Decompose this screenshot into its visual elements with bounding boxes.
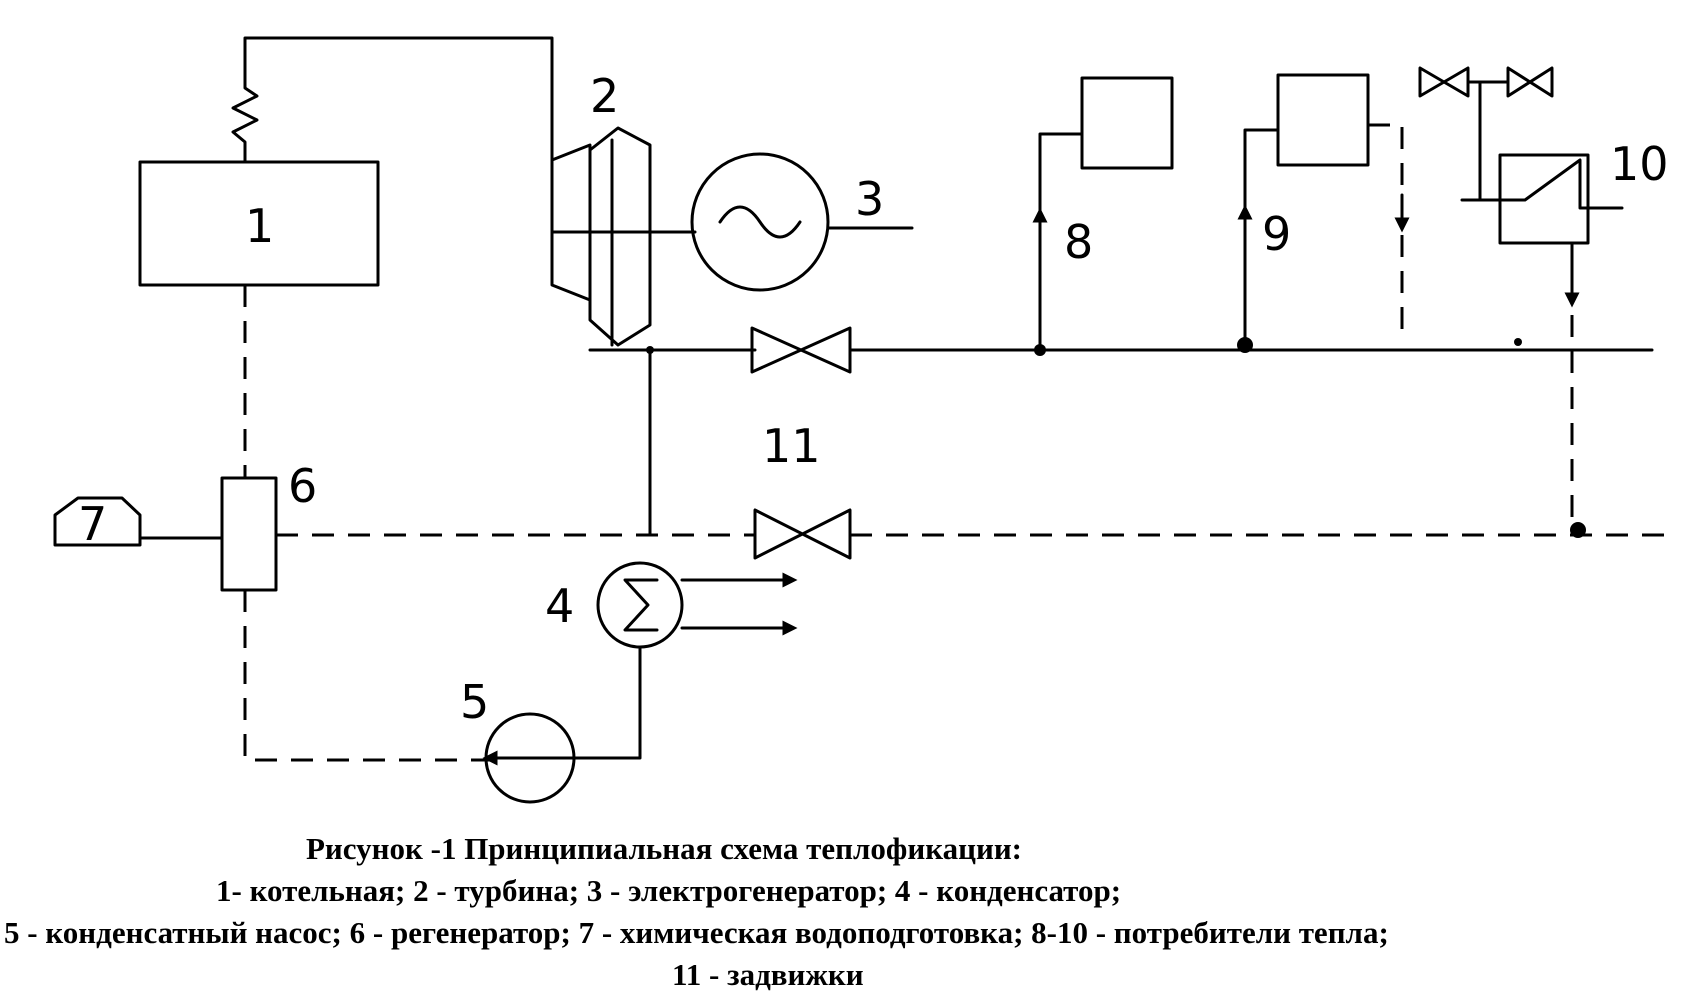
boiler-label: 1 [245,199,274,253]
valves-label: 11 [762,419,821,473]
turbine-label: 2 [590,69,619,123]
water-treatment-label: 7 [78,497,107,551]
caption-title: Рисунок -1 Принципиальная схема теплофик… [306,831,1022,866]
valve-supply [750,326,852,374]
consumer-8-label: 8 [1064,215,1093,269]
boiler: 1 [138,160,380,287]
caption-line-2: 5 - конденсатный насос; 6 - регенератор;… [4,915,1389,950]
caption-line-1: 1- котельная; 2 - турбина; 3 - электроге… [216,873,1122,908]
consumer-9-label: 9 [1262,207,1291,261]
consumer-9: 9 [1237,73,1410,353]
condensate-return-line [243,590,490,762]
regenerator: 6 [220,459,317,592]
condenser-pump-line [573,645,642,760]
condenser: 4 [545,561,798,649]
heating-scheme-diagram: 1 2 3 11 8 9 [53,36,1672,804]
generator: 3 [690,152,914,292]
pump-label: 5 [460,675,489,729]
water-treatment: 7 [53,496,224,551]
condensate-pump: 5 [460,675,577,804]
consumer-10-label: 10 [1610,137,1669,191]
regenerator-label: 6 [288,459,317,513]
consumer-10: 10 [1418,66,1669,530]
generator-label: 3 [855,172,884,226]
consumer-8: 8 [1032,76,1174,356]
caption-line-3: 11 - задвижки [672,957,864,992]
steam-line [231,36,554,164]
condenser-label: 4 [545,579,574,633]
valve-return [753,508,852,560]
turbine: 2 [550,69,697,347]
